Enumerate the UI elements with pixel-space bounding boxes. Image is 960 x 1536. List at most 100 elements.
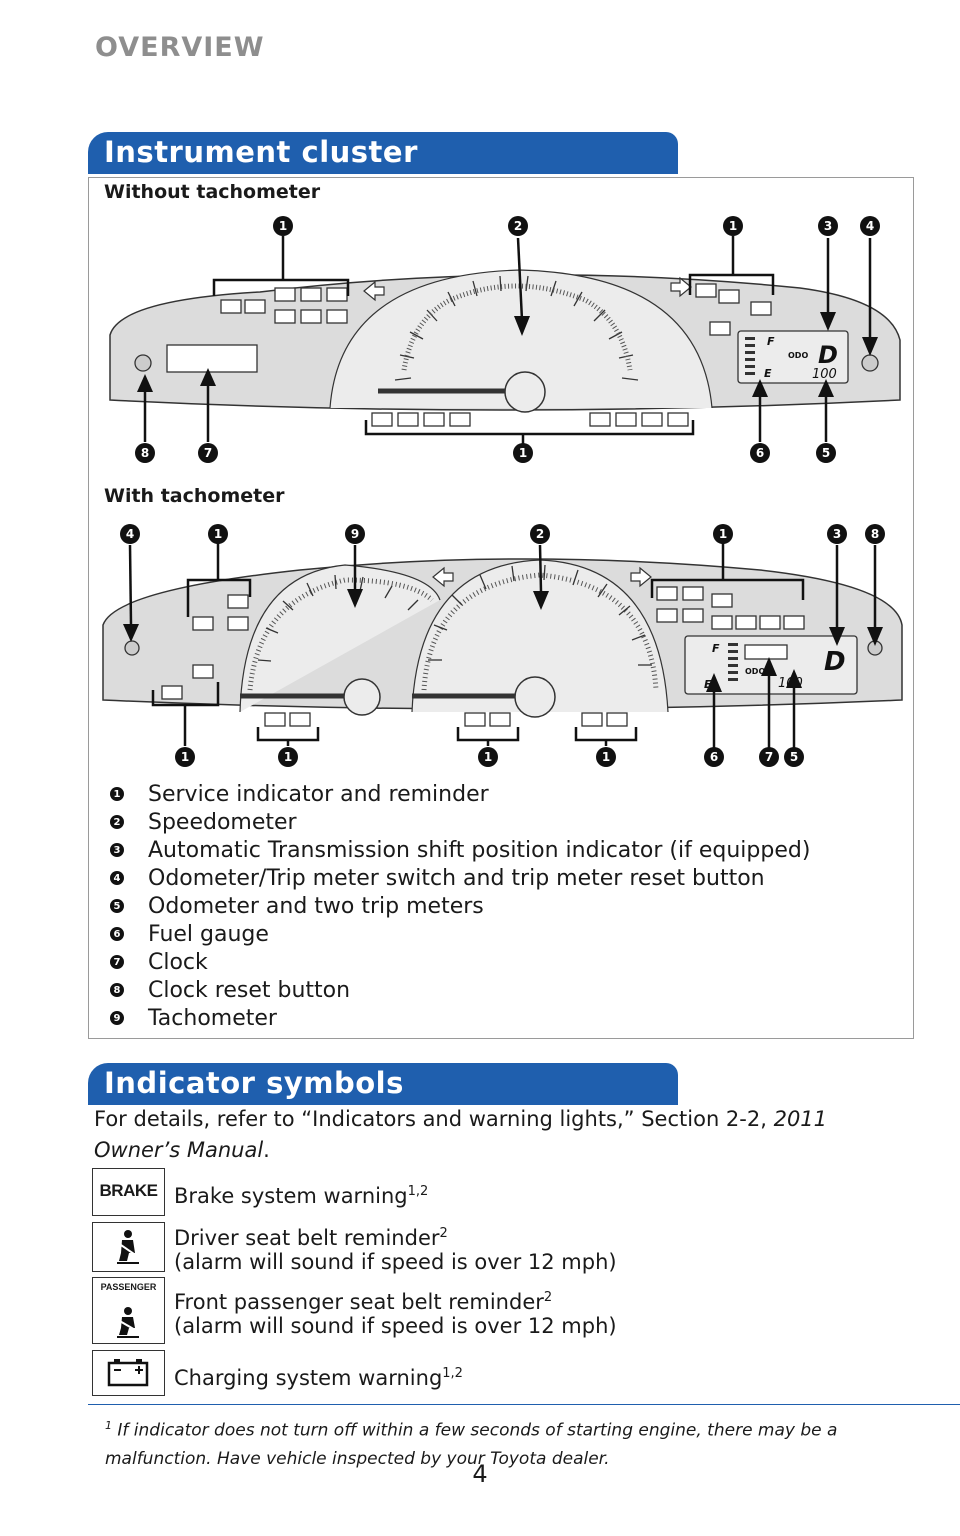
details-prefix: For details, refer to “Indicators and wa… bbox=[94, 1107, 774, 1131]
legend-text: Clock reset button bbox=[148, 977, 351, 1003]
seatbelt-icon bbox=[92, 1222, 165, 1272]
legend-text: Clock bbox=[148, 949, 208, 975]
svg-text:8: 8 bbox=[871, 527, 879, 541]
footnote-text: If indicator does not turn off within a … bbox=[105, 1420, 838, 1469]
footnote: 1 If indicator does not turn off within … bbox=[105, 1412, 905, 1473]
svg-text:6: 6 bbox=[756, 446, 764, 460]
charging-warning-label: Charging system warning1,2 bbox=[174, 1362, 463, 1390]
svg-text:1: 1 bbox=[602, 750, 610, 764]
with-tachometer-label: With tachometer bbox=[104, 485, 285, 507]
passenger-seatbelt-icon: PASSENGER bbox=[92, 1277, 165, 1344]
odo-label: ODO bbox=[788, 351, 808, 360]
brake-warning-sup: 1,2 bbox=[407, 1184, 429, 1199]
passenger-seatbelt-note: (alarm will sound if speed is over 12 mp… bbox=[174, 1314, 617, 1338]
instrument-panel bbox=[88, 177, 914, 1039]
svg-text:3: 3 bbox=[824, 219, 832, 233]
fuel-full-letter: F bbox=[767, 335, 775, 348]
charging-warning-sup: 1,2 bbox=[442, 1366, 463, 1381]
svg-text:6: 6 bbox=[710, 750, 718, 764]
legend-text: Fuel gauge bbox=[148, 921, 269, 947]
details-suffix: . bbox=[263, 1138, 270, 1162]
trip-reset-knob bbox=[861, 354, 879, 372]
legend-number: 1 bbox=[110, 787, 124, 801]
legend-text: Service indicator and reminder bbox=[148, 781, 489, 807]
svg-text:4: 4 bbox=[866, 219, 874, 233]
svg-text:9: 9 bbox=[351, 527, 359, 541]
legend-number: 7 bbox=[110, 955, 124, 969]
passenger-icon-text: PASSENGER bbox=[100, 1282, 157, 1292]
manual-title: 2011 Owner’s Manual bbox=[94, 1107, 828, 1162]
svg-text:3: 3 bbox=[833, 527, 841, 541]
legend-item: 8 Clock reset button bbox=[110, 976, 350, 1004]
svg-text:5: 5 bbox=[822, 446, 830, 460]
svg-text:8: 8 bbox=[141, 446, 149, 460]
svg-text:1: 1 bbox=[719, 527, 727, 541]
charging-warning-text: Charging system warning bbox=[174, 1366, 443, 1390]
svg-text:1: 1 bbox=[729, 219, 737, 233]
gear-letter-2: D bbox=[824, 647, 846, 677]
legend-text: Odometer/Trip meter switch and trip mete… bbox=[148, 865, 765, 891]
footnote-divider bbox=[88, 1404, 960, 1405]
legend-item: 4 Odometer/Trip meter switch and trip me… bbox=[110, 864, 765, 892]
brake-icon-text: BRAKE bbox=[99, 1181, 158, 1200]
legend-item: 5 Odometer and two trip meters bbox=[110, 892, 484, 920]
driver-seatbelt-note: (alarm will sound if speed is over 12 mp… bbox=[174, 1250, 617, 1274]
battery-icon bbox=[92, 1350, 165, 1396]
svg-text:1: 1 bbox=[484, 750, 492, 764]
svg-text:1: 1 bbox=[519, 446, 527, 460]
svg-text:1: 1 bbox=[181, 750, 189, 764]
passenger-seatbelt-sup: 2 bbox=[543, 1290, 553, 1305]
driver-seatbelt-label: Driver seat belt reminder2 (alarm will s… bbox=[174, 1222, 617, 1274]
legend-item: 6 Fuel gauge bbox=[110, 920, 269, 948]
cluster-with-tachometer: F E ODO D 100 4 1 9 2 bbox=[102, 524, 903, 767]
trip-reset-knob-2 bbox=[124, 640, 140, 656]
instrument-cluster-title: Instrument cluster bbox=[104, 135, 418, 169]
details-reference: For details, refer to “Indicators and wa… bbox=[94, 1104, 894, 1166]
footnote-mark: 1 bbox=[105, 1419, 112, 1432]
legend-number: 8 bbox=[110, 983, 124, 997]
instrument-cluster-banner: Instrument cluster bbox=[88, 132, 678, 174]
legend-number: 9 bbox=[110, 1011, 124, 1025]
fuel-empty-letter-2: E bbox=[704, 678, 712, 691]
brake-warning-text: Brake system warning bbox=[174, 1184, 408, 1208]
legend-number: 3 bbox=[110, 843, 124, 857]
clock-reset-knob bbox=[134, 354, 152, 372]
svg-text:1: 1 bbox=[214, 527, 222, 541]
legend-text: Tachometer bbox=[148, 1005, 277, 1031]
legend-number: 6 bbox=[110, 927, 124, 941]
legend-item: 9 Tachometer bbox=[110, 1004, 277, 1032]
cluster-diagrams: F E ODO D 100 1 2 1 3 4 8 7 bbox=[102, 216, 903, 767]
fuel-full-letter-2: F bbox=[712, 642, 720, 655]
svg-text:5: 5 bbox=[790, 750, 798, 764]
driver-seatbelt-sup: 2 bbox=[439, 1226, 448, 1241]
passenger-seatbelt-label: Front passenger seat belt reminder2 (ala… bbox=[174, 1286, 617, 1338]
legend-item: 1 Service indicator and reminder bbox=[110, 780, 489, 808]
without-tachometer-label: Without tachometer bbox=[104, 181, 321, 203]
svg-text:7: 7 bbox=[204, 446, 212, 460]
passenger-seatbelt-text: Front passenger seat belt reminder bbox=[174, 1290, 544, 1314]
svg-text:7: 7 bbox=[765, 750, 773, 764]
svg-text:2: 2 bbox=[536, 527, 544, 541]
legend-item: 2 Speedometer bbox=[110, 808, 297, 836]
legend-text: Automatic Transmission shift position in… bbox=[148, 837, 811, 863]
legend-text: Speedometer bbox=[148, 809, 297, 835]
legend-number: 2 bbox=[110, 815, 124, 829]
legend-number: 5 bbox=[110, 899, 124, 913]
brake-icon: BRAKE bbox=[92, 1168, 165, 1216]
indicator-symbols-banner: Indicator symbols bbox=[88, 1063, 678, 1105]
indicator-symbols-title: Indicator symbols bbox=[104, 1066, 404, 1100]
section-title: OVERVIEW bbox=[95, 32, 265, 63]
page-number: 4 bbox=[472, 1460, 488, 1488]
brake-warning-label: Brake system warning1,2 bbox=[174, 1180, 428, 1208]
fuel-empty-letter: E bbox=[764, 367, 772, 380]
legend-item: 7 Clock bbox=[110, 948, 208, 976]
svg-text:2: 2 bbox=[514, 219, 522, 233]
svg-text:1: 1 bbox=[279, 219, 287, 233]
driver-seatbelt-text: Driver seat belt reminder bbox=[174, 1226, 440, 1250]
svg-text:1: 1 bbox=[284, 750, 292, 764]
legend-text: Odometer and two trip meters bbox=[148, 893, 484, 919]
cluster-without-tachometer: F E ODO D 100 1 2 1 3 4 8 7 bbox=[109, 216, 901, 463]
odo-label-2: ODO bbox=[745, 667, 765, 676]
gear-letter: D bbox=[818, 341, 838, 369]
svg-text:4: 4 bbox=[126, 527, 134, 541]
